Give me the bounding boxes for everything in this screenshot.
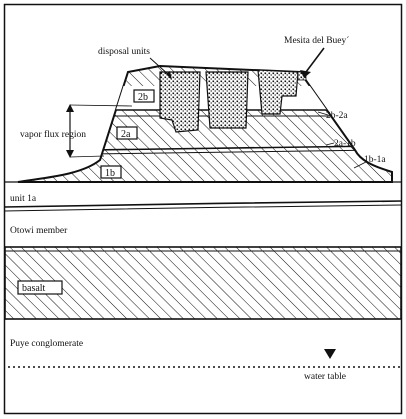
basalt-label: basalt — [22, 283, 46, 294]
unit-2a-box — [116, 126, 138, 140]
mesa-body — [17, 64, 393, 183]
unit-1a-label: unit 1a — [10, 194, 37, 204]
basalt-layer — [4, 246, 402, 320]
mesita-label: Mesita del Bueyˊ — [284, 35, 349, 46]
disposal-units-label: disposal units — [98, 47, 150, 57]
basalt-box — [17, 280, 63, 295]
unit-2b-label: 2b — [138, 92, 148, 103]
contact-2a-1b-line — [89, 145, 381, 151]
mesita-arrow-icon — [300, 70, 311, 78]
disposal-units-arrow-icon — [166, 71, 172, 80]
disposal-unit-2 — [205, 71, 249, 129]
contact-1a-top — [3, 200, 403, 208]
diagram-frame — [3, 3, 403, 415]
vapor-flux-down-arrow-icon — [66, 150, 74, 158]
vapor-flux-label: vapor flux region — [20, 129, 86, 140]
unit-2b-box — [133, 89, 155, 103]
otowi-label: Otowi member — [10, 226, 68, 236]
vapor-flux-up-arrow-icon — [66, 104, 74, 112]
contact-2b-2a-label: 2b-2a — [326, 111, 348, 121]
water-table-marker-icon — [324, 349, 336, 359]
contact-2a-1b-label: 2a-1b — [334, 139, 356, 149]
puye-label: Puye conglomerate — [10, 339, 83, 349]
disposal-unit-1 — [159, 71, 201, 133]
unit-1b-label: 1b — [105, 168, 115, 179]
unit-1b-box — [100, 165, 122, 179]
contact-1b-1a-label: 1b-1a — [364, 155, 386, 165]
water-table-label: water table — [304, 372, 346, 382]
unit-2a-label: 2a — [121, 129, 131, 140]
